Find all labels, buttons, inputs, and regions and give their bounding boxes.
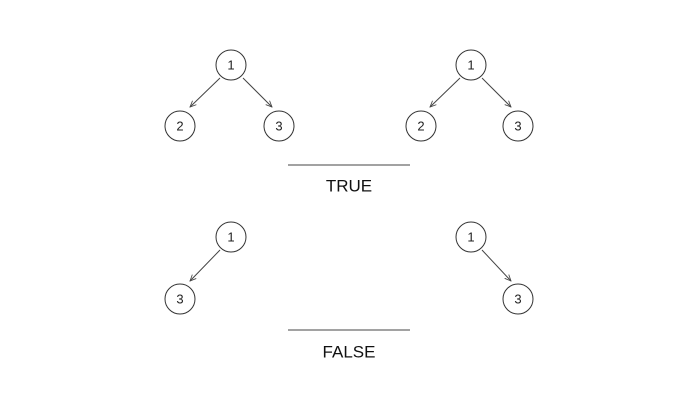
tree-node-root: 1 — [215, 49, 247, 81]
tree-node-right-child: 3 — [502, 110, 534, 142]
tree-node-left-child: 3 — [164, 283, 196, 315]
svg-text:1: 1 — [227, 58, 234, 73]
comparison-false: 1 3 1 3 FALSE — [164, 221, 534, 362]
svg-text:2: 2 — [417, 119, 424, 134]
svg-text:1: 1 — [467, 230, 474, 245]
tree-node-left-child: 2 — [164, 110, 196, 142]
svg-text:2: 2 — [176, 119, 183, 134]
svg-text:1: 1 — [227, 230, 234, 245]
tree-node-root: 1 — [455, 221, 487, 253]
tree-node-right-child: 3 — [263, 110, 295, 142]
verdict-label-false: FALSE — [323, 343, 376, 362]
verdict-label-true: TRUE — [326, 177, 372, 196]
left-tree-1: 1 2 3 — [164, 49, 295, 142]
edge-root-to-left — [190, 77, 221, 107]
right-tree-2: 1 3 — [455, 221, 534, 315]
left-tree-2: 1 3 — [164, 221, 247, 315]
svg-text:3: 3 — [275, 119, 282, 134]
comparison-true: 1 2 3 1 — [164, 49, 534, 196]
tree-node-left-child: 2 — [405, 110, 437, 142]
edge-root-to-right — [481, 249, 511, 281]
edge-root-to-left — [190, 249, 221, 281]
tree-node-root: 1 — [215, 221, 247, 253]
svg-text:1: 1 — [467, 58, 474, 73]
right-tree-1: 1 2 3 — [405, 49, 534, 142]
edge-root-to-right — [481, 77, 511, 107]
svg-text:3: 3 — [176, 292, 183, 307]
svg-text:3: 3 — [514, 292, 521, 307]
edge-root-to-right — [242, 77, 272, 107]
tree-node-right-child: 3 — [502, 283, 534, 315]
tree-node-root: 1 — [455, 49, 487, 81]
edge-root-to-left — [430, 77, 461, 107]
svg-text:3: 3 — [514, 119, 521, 134]
